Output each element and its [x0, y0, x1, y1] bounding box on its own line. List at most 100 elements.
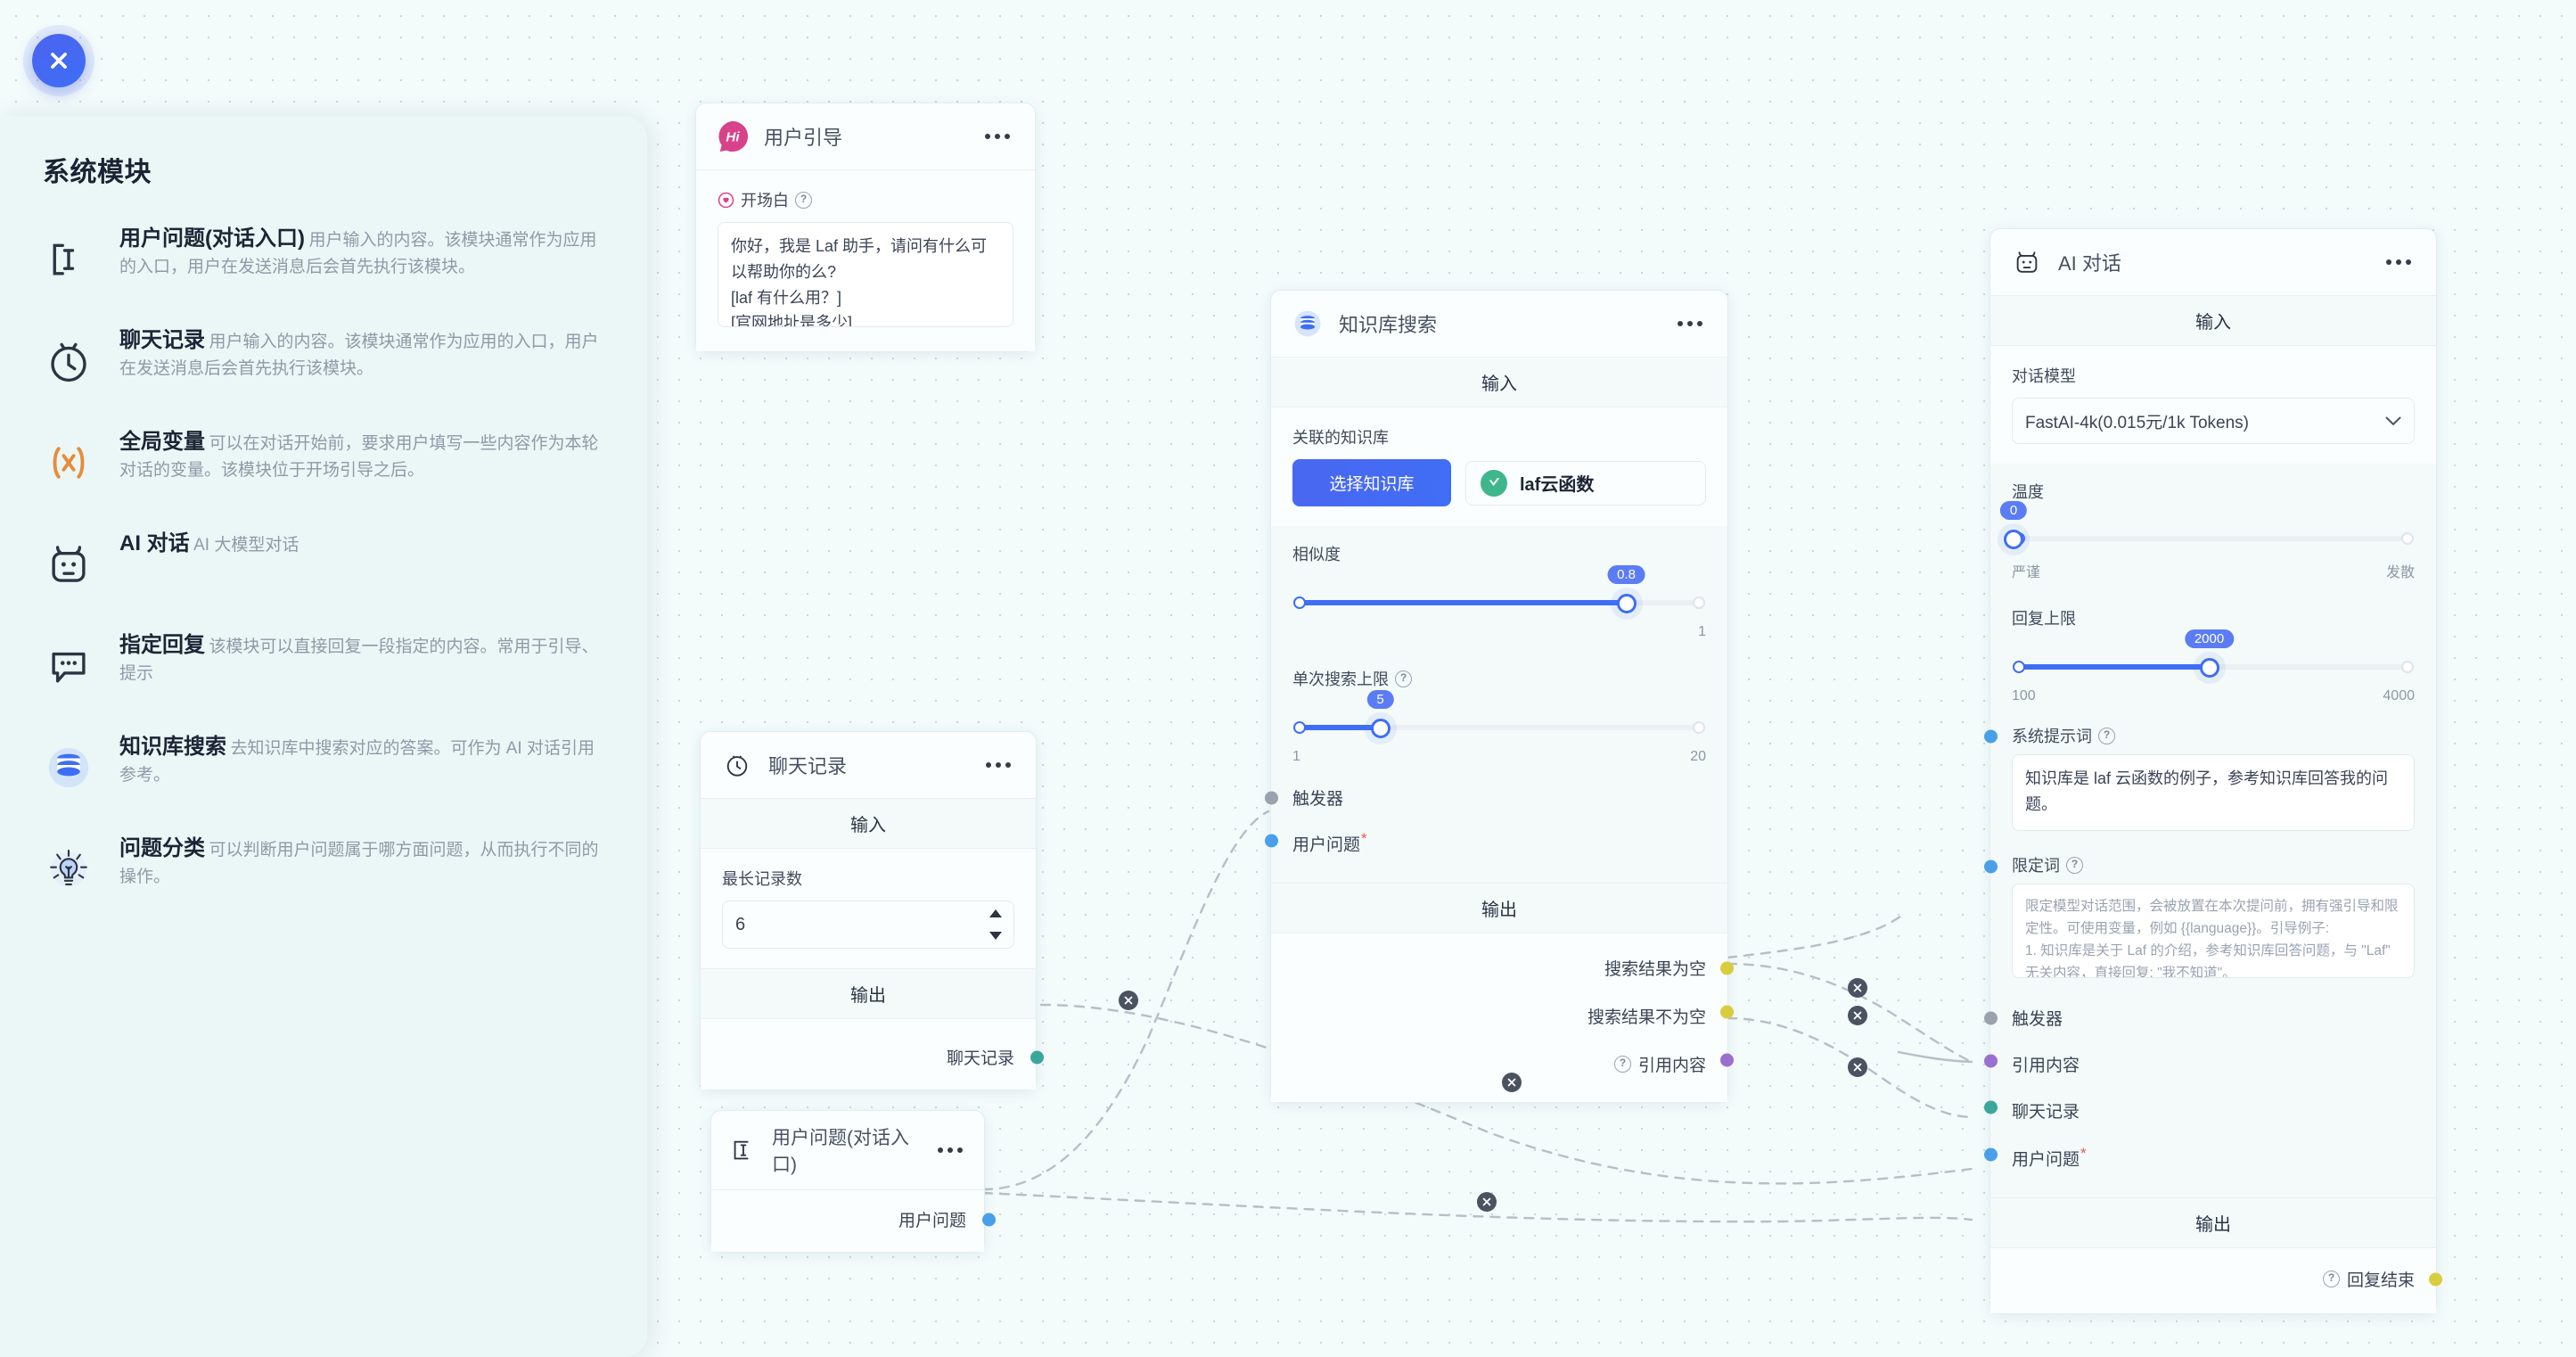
- node-header[interactable]: 用户问题(对话入口): [711, 1111, 984, 1189]
- system-modules-panel: 系统模块 用户问题(对话入口) 用户输入的内容。该模块通常作为应用的入口，用户在…: [0, 116, 647, 1357]
- field-label-limit-word: 限定词 ?: [2012, 853, 2083, 876]
- module-item-ai-chat[interactable]: AI 对话 AI 大模型对话: [39, 524, 608, 596]
- module-item-specified-reply[interactable]: 指定回复 该模块可以直接回复一段指定的内容。常用于引导、提示: [39, 626, 608, 697]
- edge-delete-button[interactable]: [1477, 1192, 1497, 1212]
- port-dot-limit-word[interactable]: [1984, 859, 1998, 874]
- slider-track: [1294, 725, 1704, 730]
- port-label: 触发器: [1292, 790, 1344, 809]
- node-menu-button[interactable]: [2381, 254, 2416, 270]
- port-dot-user-question[interactable]: [1265, 834, 1278, 848]
- field-label-max-records: 最长记录数: [722, 867, 1014, 890]
- slider-min-handle: [1293, 596, 1306, 609]
- section-input: 输入: [1990, 295, 2436, 346]
- node-menu-button[interactable]: [1672, 316, 1708, 332]
- module-desc: 去知识库中搜索对应的答案。可作为 AI 对话引用参考。: [119, 739, 595, 785]
- max-records-value: 6: [735, 914, 746, 934]
- node-header[interactable]: Hi 用户引导: [696, 103, 1035, 169]
- port-label: 触发器: [2012, 1010, 2063, 1029]
- edge-delete-button[interactable]: [1848, 1006, 1867, 1025]
- node-header[interactable]: 知识库搜索: [1271, 291, 1727, 357]
- port-dot-user-question[interactable]: [1984, 1147, 1998, 1162]
- node-menu-button[interactable]: [980, 128, 1015, 144]
- node-menu-button[interactable]: [980, 757, 1016, 773]
- help-icon[interactable]: ?: [2066, 856, 2083, 874]
- port-dot-user-question[interactable]: [982, 1213, 996, 1226]
- module-item-question-classify[interactable]: 问题分类 可以判断用户问题属于哪方面问题，从而执行不同的操作。: [39, 829, 608, 901]
- help-icon[interactable]: ?: [2098, 727, 2115, 744]
- opening-text-input[interactable]: [718, 222, 1013, 327]
- temperature-thumb[interactable]: [2004, 530, 2023, 549]
- node-kb-search[interactable]: 知识库搜索 输入 关联的知识库 选择知识库 laf云函数 相似度: [1265, 290, 1734, 1104]
- node-title: 聊天记录: [768, 755, 848, 777]
- limit-word-input[interactable]: 限定模型对话范围，会被放置在本次提问前，拥有强引导和限定性。可使用变量，例如 {…: [2012, 884, 2415, 978]
- help-icon[interactable]: ?: [1613, 1056, 1631, 1073]
- text-cursor-icon: [41, 232, 96, 287]
- max-tokens-thumb[interactable]: [2199, 658, 2219, 678]
- node-title: 知识库搜索: [1339, 314, 1438, 336]
- node-chat-history[interactable]: 聊天记录 输入 最长记录数 6 输出 聊天记录: [700, 731, 1044, 1090]
- port-dot-finish[interactable]: [2429, 1272, 2442, 1287]
- port-row-system-prompt: 系统提示词 ?: [1984, 704, 2415, 754]
- max-tokens-slider[interactable]: 2000: [2013, 629, 2414, 683]
- node-user-question-entry[interactable]: 用户问题(对话入口) 用户问题: [710, 1110, 996, 1253]
- module-item-global-variable[interactable]: 全局变量 可以在对话开始前，要求用户填写一些内容作为本轮对话的变量。该模块位于开…: [39, 423, 608, 494]
- module-text: AI 对话 AI 大模型对话: [119, 528, 606, 559]
- required-marker: *: [1361, 830, 1367, 847]
- section-output: 输出: [1271, 883, 1727, 934]
- limit-value-bubble: 5: [1366, 690, 1394, 709]
- module-text: 用户问题(对话入口) 用户输入的内容。该模块通常作为应用的入口，用户在发送消息后…: [119, 223, 606, 281]
- max-records-stepper[interactable]: 6: [722, 901, 1014, 949]
- module-item-user-question[interactable]: 用户问题(对话入口) 用户输入的内容。该模块通常作为应用的入口，用户在发送消息后…: [39, 219, 608, 291]
- port-dot-chat-history[interactable]: [1984, 1100, 1998, 1114]
- node-user-guide[interactable]: Hi 用户引导 开场白 ?: [695, 103, 1036, 352]
- system-prompt-input[interactable]: [2012, 754, 2415, 831]
- module-name: 聊天记录: [119, 328, 205, 352]
- kb-chip-laf[interactable]: laf云函数: [1465, 460, 1706, 506]
- close-panel-button[interactable]: [32, 34, 86, 87]
- port-dot-quote[interactable]: [1984, 1054, 1998, 1068]
- module-item-kb-search[interactable]: 知识库搜索 去知识库中搜索对应的答案。可作为 AI 对话引用参考。: [39, 728, 608, 799]
- node-menu-button[interactable]: [932, 1142, 968, 1158]
- edge-delete-button[interactable]: [1848, 978, 1867, 998]
- chevron-down-icon[interactable]: [989, 931, 1003, 941]
- port-label: 引用内容: [1637, 1057, 1706, 1076]
- port-dot-system-prompt[interactable]: [1984, 729, 1998, 744]
- node-body-kb-select: 关联的知识库 选择知识库 laf云函数: [1271, 407, 1727, 526]
- temperature-value-bubble: 0: [1999, 501, 2028, 520]
- limit-slider[interactable]: 5: [1293, 690, 1705, 744]
- module-name: 知识库搜索: [119, 735, 226, 759]
- edge-delete-button[interactable]: [1119, 991, 1138, 1010]
- port-dot-trigger[interactable]: [1984, 1011, 1998, 1024]
- chevron-up-icon[interactable]: [989, 909, 1003, 918]
- port-row-history-in: 聊天记录: [1984, 1084, 2415, 1131]
- limit-thumb[interactable]: [1370, 719, 1391, 738]
- select-kb-button[interactable]: 选择知识库: [1292, 459, 1451, 506]
- similarity-slider[interactable]: 0.8: [1293, 565, 1705, 619]
- module-name: AI 对话: [119, 531, 190, 555]
- module-text: 聊天记录 用户输入的内容。该模块通常作为应用的入口，用户在发送消息后会首先执行该…: [119, 325, 606, 382]
- section-input: 输入: [1271, 357, 1727, 407]
- node-header[interactable]: 聊天记录: [701, 732, 1036, 798]
- help-icon[interactable]: ?: [795, 191, 812, 209]
- module-text: 问题分类 可以判断用户问题属于哪方面问题，从而执行不同的操作。: [119, 833, 606, 891]
- port-dot-quote[interactable]: [1720, 1053, 1734, 1067]
- similarity-thumb[interactable]: [1616, 594, 1637, 613]
- port-dot-chat-history[interactable]: [1030, 1050, 1044, 1064]
- edge-delete-button[interactable]: [1848, 1057, 1867, 1077]
- node-header[interactable]: AI 对话: [1990, 229, 2436, 295]
- edge-delete-button[interactable]: [1502, 1073, 1522, 1092]
- help-icon[interactable]: ?: [2322, 1271, 2340, 1288]
- help-icon[interactable]: ?: [1395, 670, 1412, 687]
- port-dot-trigger[interactable]: [1265, 791, 1278, 804]
- node-ai-chat[interactable]: AI 对话 输入 对话模型 FastAI-4k(0.015元/1k Tokens…: [1984, 228, 2442, 1315]
- port-dot-search-empty[interactable]: [1720, 961, 1734, 975]
- port-dot-search-not-empty[interactable]: [1720, 1005, 1734, 1019]
- port-row-empty-out: 搜索结果为空: [1292, 948, 1734, 988]
- stepper-arrows[interactable]: [989, 909, 1003, 941]
- port-row-chat-history-out: 聊天记录: [722, 1037, 1044, 1077]
- slider-max-handle: [2401, 661, 2414, 673]
- temperature-slider[interactable]: 0: [1999, 501, 2414, 555]
- model-select[interactable]: FastAI-4k(0.015元/1k Tokens): [2012, 398, 2415, 444]
- module-item-chat-history[interactable]: 聊天记录 用户输入的内容。该模块通常作为应用的入口，用户在发送消息后会首先执行该…: [39, 321, 608, 392]
